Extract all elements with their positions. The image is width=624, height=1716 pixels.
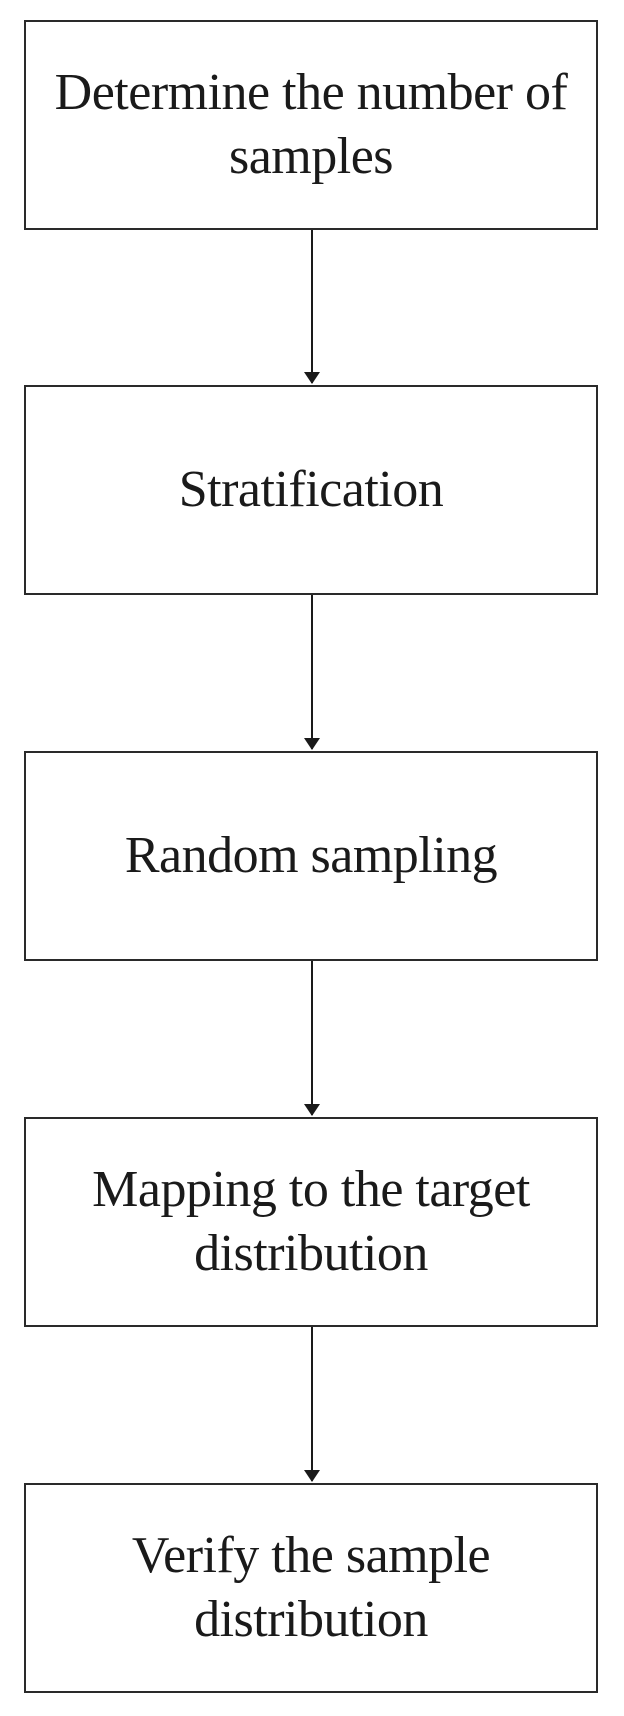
step-label: Mapping to the target distribution [92, 1161, 530, 1282]
step-random-sampling: Random sampling [24, 751, 598, 961]
step-label: Stratification [178, 461, 444, 518]
step-label: Determine the number of samples [54, 64, 568, 185]
step-determine-number-of-samples: Determine the number of samples [24, 20, 598, 230]
step-mapping-to-target-distribution: Mapping to the target distribution [24, 1117, 598, 1327]
step-label: Random sampling [124, 827, 498, 884]
step-verify-sample-distribution: Verify the sample distribution [24, 1483, 598, 1693]
step-label: Verify the sample distribution [131, 1527, 491, 1648]
step-stratification: Stratification [24, 385, 598, 595]
